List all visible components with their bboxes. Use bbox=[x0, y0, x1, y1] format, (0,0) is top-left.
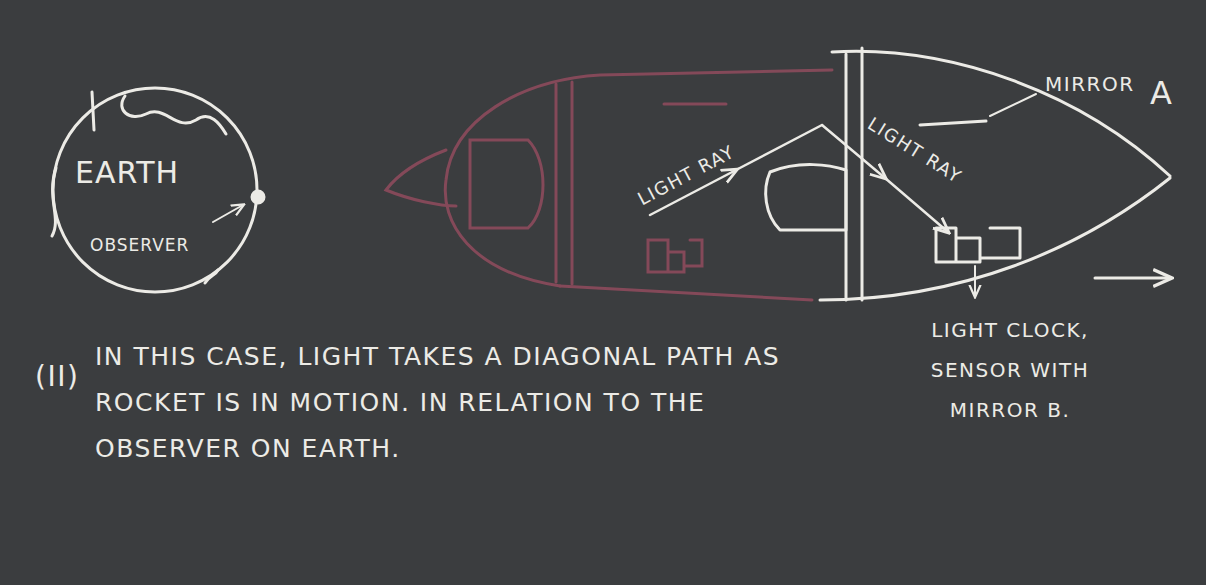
faded-rocket-fin bbox=[386, 150, 456, 206]
chalk-label: (II) bbox=[35, 360, 79, 393]
earth-outline bbox=[53, 88, 257, 292]
light-clock bbox=[936, 228, 1020, 262]
observer-label: OBSERVER bbox=[90, 235, 189, 255]
faded-bulkhead bbox=[556, 82, 572, 284]
chalk-label: IN THIS CASE, LIGHT TAKES A DIAGONAL PAT… bbox=[95, 334, 815, 472]
planet-name: EARTH bbox=[75, 155, 179, 190]
faded-mirror bbox=[664, 103, 726, 106]
faded-rocket-body bbox=[560, 286, 812, 300]
faded-engine bbox=[470, 140, 543, 228]
chalk-label: LIGHT RAY bbox=[634, 141, 738, 210]
faded-rocket-body bbox=[445, 70, 832, 286]
faded-light-clock bbox=[648, 240, 702, 272]
rocket-engine bbox=[766, 165, 846, 230]
observer-arrow bbox=[213, 205, 243, 222]
chalk-label: LIGHT RAY bbox=[864, 113, 966, 187]
chalk-label: A bbox=[1150, 74, 1173, 112]
rocket-bulkhead bbox=[846, 48, 862, 300]
clock-pointer bbox=[974, 266, 976, 296]
mirror-leader bbox=[990, 94, 1036, 116]
mirror-a bbox=[920, 121, 986, 125]
rocket-body bbox=[820, 178, 1170, 300]
motion-arrow bbox=[1095, 277, 1170, 280]
chalk-label: MIRROR bbox=[1045, 72, 1135, 96]
chalk-label: LIGHT CLOCK, SENSOR WITH MIRROR B. bbox=[895, 310, 1125, 430]
rocket-body bbox=[832, 51, 1170, 176]
continent-line bbox=[122, 96, 226, 134]
earth-circle: EARTH OBSERVER bbox=[50, 85, 260, 295]
earth-outline bbox=[50, 85, 260, 295]
